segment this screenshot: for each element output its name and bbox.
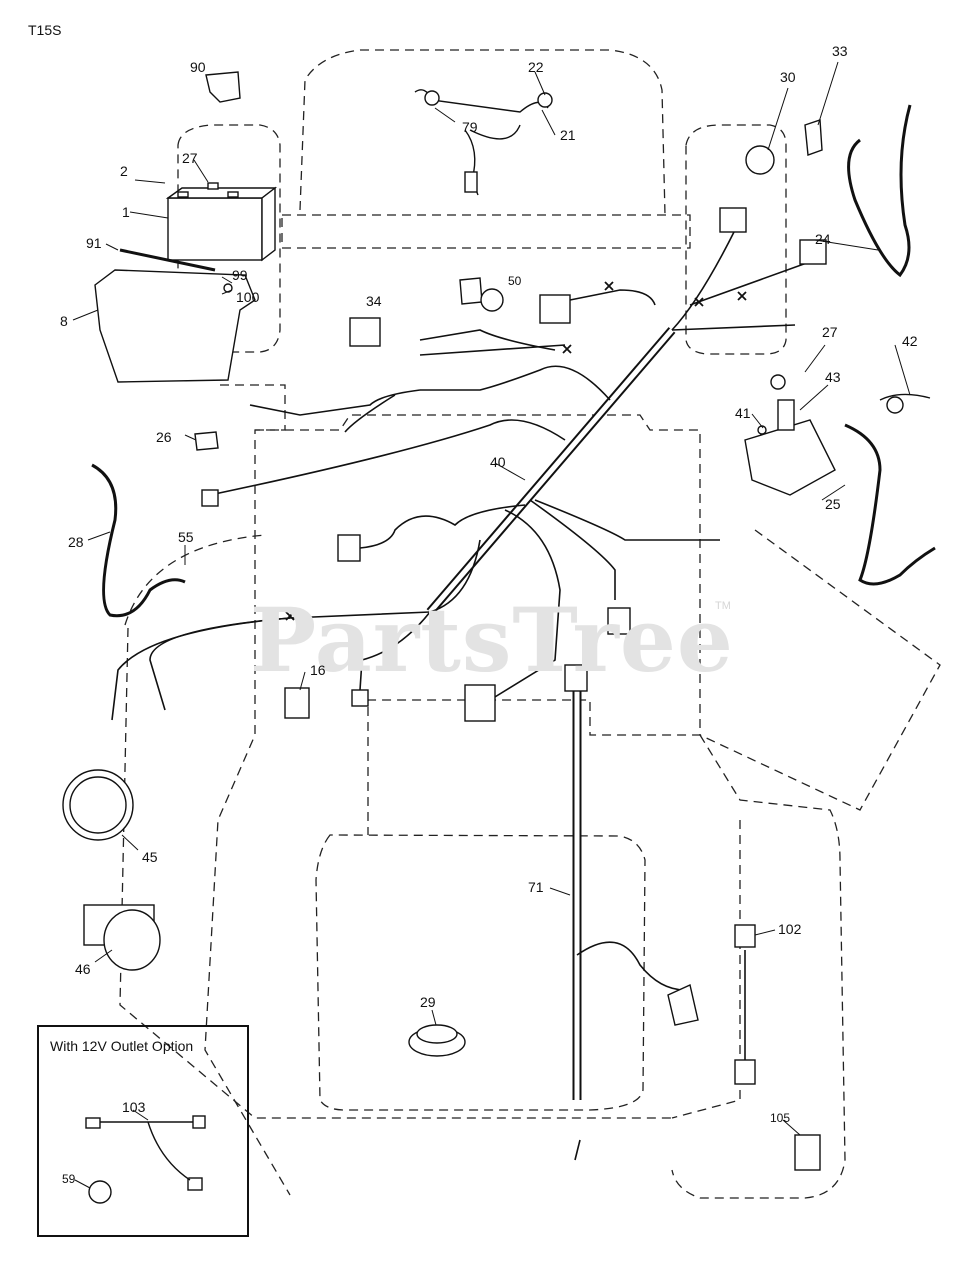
callout-46[interactable]: 46 (75, 961, 91, 977)
cable-24 (847, 104, 912, 278)
diagram-code: T15S (28, 22, 62, 38)
outlet-option-inset (37, 1025, 249, 1237)
cable-25 (844, 423, 936, 586)
watermark-trademark: TM (715, 600, 731, 612)
inset-title: With 12V Outlet Option (50, 1038, 194, 1054)
callout-102[interactable]: 102 (778, 921, 802, 937)
dash-panel-outline (281, 214, 691, 249)
callout-105[interactable]: 105 (770, 1111, 791, 1125)
callout-2[interactable]: 2 (120, 163, 128, 179)
callout-30[interactable]: 30 (780, 69, 796, 85)
callout-1[interactable]: 1 (122, 204, 130, 220)
callout-28[interactable]: 28 (68, 534, 84, 550)
callout-79[interactable]: 79 (462, 119, 478, 135)
callout-22[interactable]: 22 (528, 59, 544, 75)
left-deck-outline (124, 534, 266, 626)
callout-27-battery[interactable]: 27 (182, 150, 198, 166)
left-body-outline (204, 384, 291, 1196)
seat-deck-outline (315, 834, 646, 1111)
callout-99[interactable]: 99 (232, 267, 248, 283)
right-fender-outline (685, 124, 787, 355)
right-deck-outline (699, 529, 941, 811)
callout-100[interactable]: 100 (236, 289, 260, 305)
callout-27-solenoid[interactable]: 27 (822, 324, 838, 340)
right-rear-outline (671, 820, 741, 1119)
callout-24[interactable]: 24 (815, 231, 831, 247)
callout-29[interactable]: 29 (420, 994, 436, 1010)
callout-41[interactable]: 41 (735, 405, 751, 421)
callout-21[interactable]: 21 (560, 127, 576, 143)
callout-59[interactable]: 59 (62, 1172, 76, 1186)
callout-26[interactable]: 26 (156, 429, 172, 445)
hood-outline (299, 49, 666, 216)
callout-8[interactable]: 8 (60, 313, 68, 329)
callout-55[interactable]: 55 (178, 529, 194, 545)
callout-33[interactable]: 33 (832, 43, 848, 59)
callout-34[interactable]: 34 (366, 293, 382, 309)
center-tunnel-outline (255, 414, 701, 835)
callout-40[interactable]: 40 (490, 454, 506, 470)
right-body-outline (671, 734, 846, 1199)
callout-103[interactable]: 103 (122, 1099, 146, 1115)
callout-71[interactable]: 71 (528, 879, 544, 895)
callout-42[interactable]: 42 (902, 333, 918, 349)
callout-90[interactable]: 90 (190, 59, 206, 75)
callout-45[interactable]: 45 (142, 849, 158, 865)
watermark: PartsTree (250, 588, 734, 692)
callout-50[interactable]: 50 (508, 274, 522, 288)
cable-28 (91, 463, 186, 618)
callout-16[interactable]: 16 (310, 662, 326, 678)
callout-25[interactable]: 25 (825, 496, 841, 512)
callout-91[interactable]: 91 (86, 235, 102, 251)
callout-43[interactable]: 43 (825, 369, 841, 385)
